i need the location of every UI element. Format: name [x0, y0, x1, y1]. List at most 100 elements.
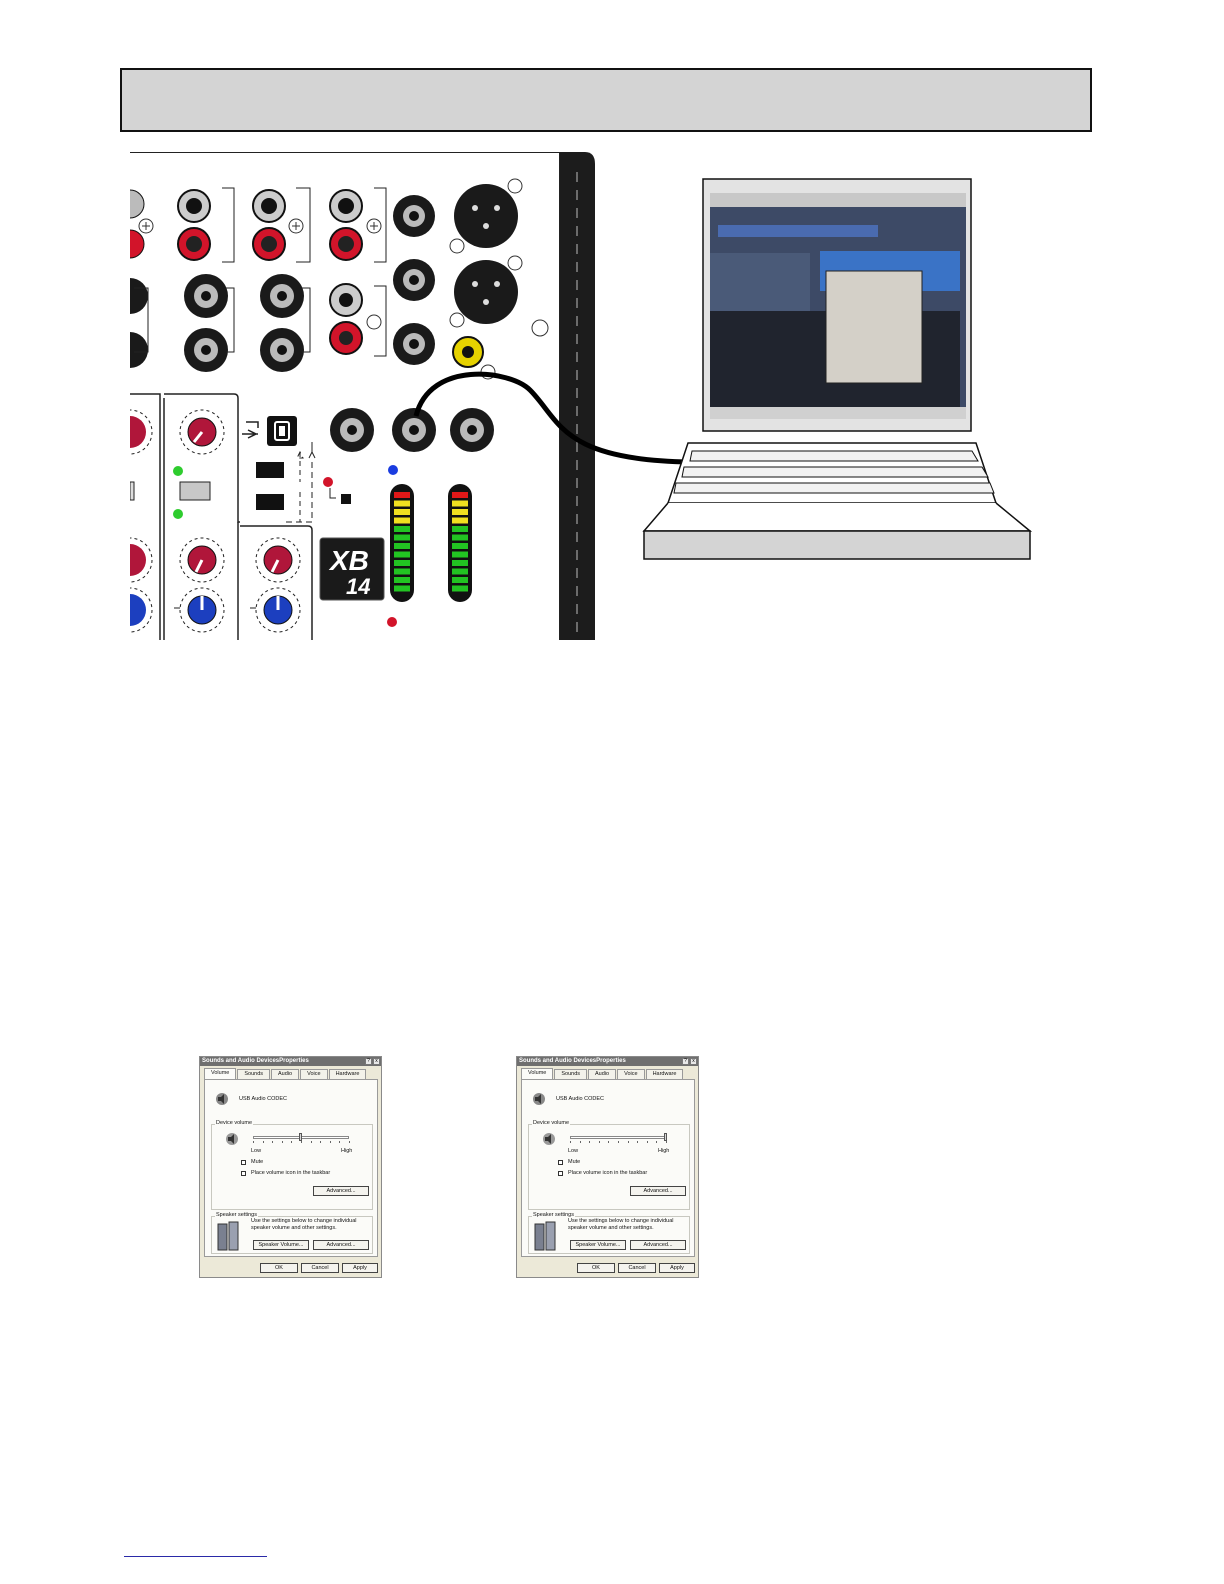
switch-3	[341, 494, 351, 504]
meter-segment	[394, 560, 410, 566]
meter-segment	[394, 492, 410, 498]
speaker-volume-button[interactable]: Speaker Volume...	[570, 1240, 626, 1250]
meter-segment	[452, 560, 468, 566]
slider-tick	[589, 1141, 591, 1143]
sounds-dialog-mid-volume: Sounds and Audio DevicesProperties ? x V…	[199, 1056, 382, 1278]
input-jack-pair-1	[130, 189, 154, 259]
speaker-volume-button[interactable]: Speaker Volume...	[253, 1240, 309, 1250]
mixer-panel-illustration: XB 14	[130, 152, 595, 640]
output-jacks-row	[330, 408, 494, 452]
led-blue	[388, 465, 398, 475]
volume-slider-thumb[interactable]	[664, 1133, 667, 1141]
led-red-1	[323, 477, 333, 487]
led-red-2	[387, 617, 397, 627]
speaker-text-1: Use the settings below to change individ…	[568, 1218, 674, 1224]
knob-red-3	[130, 537, 153, 583]
level-meter-left	[390, 484, 414, 602]
second-row-jacks	[130, 274, 387, 372]
tab-audio[interactable]: Audio	[588, 1069, 617, 1079]
dialog-title: Sounds and Audio DevicesProperties	[200, 1057, 381, 1066]
low-label: Low	[251, 1148, 262, 1154]
help-button[interactable]: ?	[682, 1058, 689, 1065]
slider-tick	[608, 1141, 610, 1143]
mute-checkbox[interactable]	[241, 1160, 246, 1165]
meter-segment	[394, 509, 410, 515]
meter-segment	[452, 543, 468, 549]
slider-tick	[570, 1141, 571, 1143]
close-button[interactable]: x	[373, 1058, 380, 1065]
apply-button[interactable]: Apply	[659, 1263, 695, 1273]
taskbar-checkbox[interactable]	[558, 1171, 563, 1176]
xb14-logo: XB 14	[319, 537, 385, 601]
yellow-rca-jack	[452, 336, 496, 380]
speaker-icon	[533, 1093, 545, 1105]
meter-segment	[394, 585, 410, 592]
advanced-button[interactable]: Advanced...	[313, 1186, 369, 1196]
input-jack-pair-4	[329, 187, 387, 263]
ok-button[interactable]: OK	[577, 1263, 615, 1273]
quarter-inch-jacks-column	[393, 195, 435, 365]
meter-segment	[394, 517, 410, 524]
switch-2	[256, 494, 284, 510]
help-button[interactable]: ?	[365, 1058, 372, 1065]
speaker-text-2: speaker volume and other settings.	[568, 1225, 654, 1231]
push-button	[179, 481, 211, 501]
close-button[interactable]: x	[690, 1058, 697, 1065]
device-volume-label: Device volume	[532, 1120, 571, 1127]
meter-segment	[394, 526, 410, 532]
switch-1	[256, 462, 284, 478]
apply-button[interactable]: Apply	[342, 1263, 378, 1273]
slider-tick	[320, 1141, 322, 1143]
volume-tab-panel: USB Audio CODEC Device volume Low High M…	[521, 1079, 695, 1257]
logo-xb: XB	[328, 545, 369, 576]
speaker-text-2: speaker volume and other settings.	[251, 1225, 337, 1231]
device-volume-label: Device volume	[215, 1120, 254, 1127]
tab-voice[interactable]: Voice	[300, 1069, 328, 1079]
meter-segment	[452, 517, 468, 524]
advanced-button[interactable]: Advanced...	[630, 1186, 686, 1196]
speakers-icon	[534, 1221, 556, 1251]
speaker-icon	[216, 1093, 228, 1105]
daw-dialog-thumbnail	[825, 270, 923, 384]
tab-sounds[interactable]: Sounds	[237, 1069, 271, 1079]
tab-audio[interactable]: Audio	[271, 1069, 300, 1079]
volume-slider-thumb[interactable]	[299, 1133, 302, 1141]
taskbar-label: Place volume icon in the taskbar	[568, 1170, 648, 1176]
xlr-jack-2	[449, 255, 523, 328]
tab-voice[interactable]: Voice	[617, 1069, 645, 1079]
meter-segment	[452, 551, 468, 558]
speaker-settings-label: Speaker settings	[215, 1212, 258, 1219]
tab-hardware[interactable]: Hardware	[645, 1069, 684, 1079]
slider-tick	[281, 1141, 283, 1143]
cancel-button[interactable]: Cancel	[618, 1263, 656, 1273]
slider-tick	[253, 1141, 254, 1143]
gain-knob-red-1	[130, 409, 153, 455]
tab-volume[interactable]: Volume	[521, 1068, 554, 1079]
slider-tick	[598, 1141, 600, 1143]
laptop-base	[643, 530, 1031, 560]
input-jack-pair-2	[177, 187, 235, 263]
mute-checkbox[interactable]	[558, 1160, 563, 1165]
speaker-advanced-button[interactable]: Advanced...	[630, 1240, 686, 1250]
ok-button[interactable]: OK	[260, 1263, 298, 1273]
slider-tick	[579, 1141, 581, 1143]
meter-segment	[452, 577, 468, 583]
volume-slider-track[interactable]	[570, 1136, 666, 1139]
taskbar-checkbox[interactable]	[241, 1171, 246, 1176]
tab-volume[interactable]: Volume	[204, 1068, 237, 1079]
footer-link-underline[interactable]	[124, 1556, 267, 1557]
speaker-settings-label: Speaker settings	[532, 1212, 575, 1219]
tab-sounds[interactable]: Sounds	[554, 1069, 588, 1079]
tab-hardware[interactable]: Hardware	[328, 1069, 367, 1079]
sounds-dialog-max-volume: Sounds and Audio DevicesProperties ? x V…	[516, 1056, 699, 1278]
meter-segment	[394, 534, 410, 541]
slider-tick	[329, 1141, 331, 1143]
volume-tab-panel: USB Audio CODEC Device volume Low High M…	[204, 1079, 378, 1257]
speaker-advanced-button[interactable]: Advanced...	[313, 1240, 369, 1250]
led-green-1	[173, 466, 183, 476]
slider-tick	[637, 1141, 639, 1143]
cancel-button[interactable]: Cancel	[301, 1263, 339, 1273]
usb-port	[267, 416, 297, 446]
speaker-settings-group	[211, 1216, 373, 1254]
volume-icon	[226, 1133, 238, 1145]
